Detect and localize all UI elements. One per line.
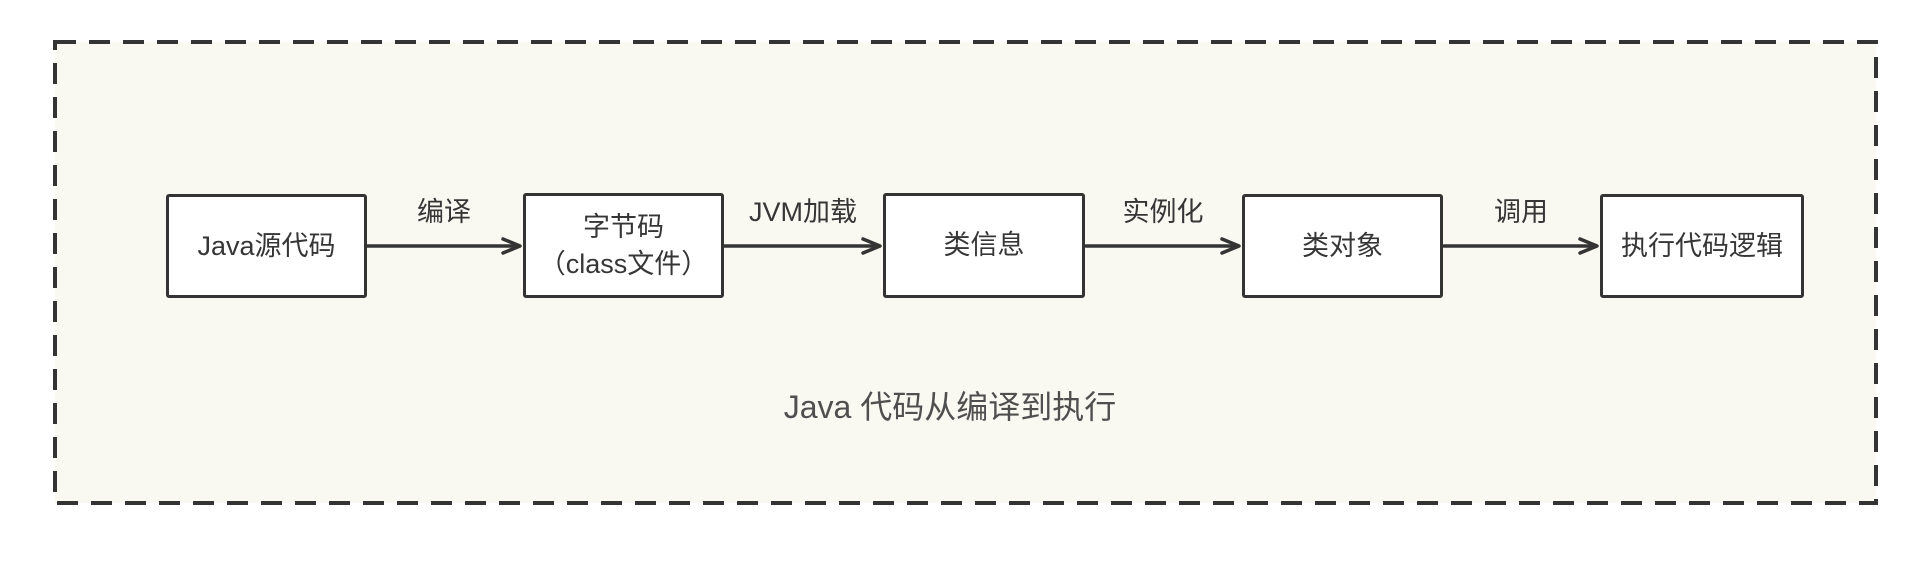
arrow-compile xyxy=(365,237,522,255)
edge-label-instantiate: 实例化 xyxy=(1122,197,1204,227)
arrow-invoke xyxy=(1442,237,1599,255)
node-class-object: 类对象 xyxy=(1242,194,1443,298)
node-execute-code-logic: 执行代码逻辑 xyxy=(1600,194,1804,298)
edge-label-invoke: 调用 xyxy=(1494,197,1548,227)
diagram-title: Java 代码从编译到执行 xyxy=(783,389,1117,425)
edge-label-compile: 编译 xyxy=(417,197,471,227)
edge-label-jvm-load: JVM加载 xyxy=(749,197,857,227)
node-bytecode: 字节码 （class文件） xyxy=(523,193,724,298)
arrow-jvm-load xyxy=(722,237,882,255)
node-class-info: 类信息 xyxy=(883,193,1085,298)
node-java-source-code: Java源代码 xyxy=(166,194,367,298)
arrow-instantiate xyxy=(1084,237,1241,255)
